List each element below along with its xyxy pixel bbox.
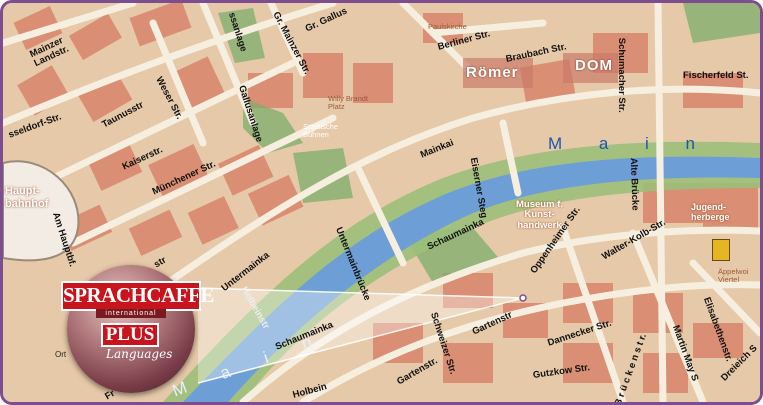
location-marker[interactable] (519, 294, 527, 302)
label-willy-brandt-platz: Willy Brandt Platz (328, 94, 369, 112)
roads (3, 3, 760, 402)
label-alte-bruecke: Alte Brücke (627, 157, 641, 211)
city-blocks (13, 3, 758, 393)
trash-bin-icon (712, 239, 730, 261)
label-staedtische-buehnen: Städtische Bühnen (303, 122, 339, 140)
logo-text-languages: Languages (106, 347, 173, 361)
logo-text-international: international (96, 309, 166, 318)
roemer-building (463, 58, 533, 88)
logo-band-sprachcaffe: SPRACHCAFFE international (61, 281, 214, 318)
label-paulskirche: Paulskirche (428, 22, 467, 31)
sprachcaffe-logo[interactable]: SPRACHCAFFE international PLUS Languages (61, 261, 214, 401)
logo-text-sprachcaffe: SPRACHCAFFE (63, 283, 214, 307)
highlight-beam (198, 288, 523, 383)
label-fischerfeld-str: Fischerfeld St. (683, 70, 749, 81)
label-dom: DOM (575, 57, 613, 74)
logo-text-plus: PLUS (105, 324, 155, 345)
dom-building (563, 53, 618, 83)
logo-band-plus: PLUS (101, 323, 159, 347)
label-jugendherberge: Jugend- herberge (691, 202, 730, 222)
label-apfelwein: Äppelwoi Viertel (718, 267, 749, 285)
label-schumacher-str: Schumacher Str. (615, 37, 627, 113)
label-roemer: Römer (466, 64, 519, 81)
label-ort: Ort (55, 350, 67, 359)
hauptbahnhof-building (3, 160, 80, 262)
river-main (183, 156, 760, 402)
label-river-main: M a i n (548, 134, 712, 153)
label-museum: Museum f. Kunst- handwerk (516, 199, 563, 231)
label-hauptbahnhof: Haupt- bahnhof (5, 185, 49, 210)
